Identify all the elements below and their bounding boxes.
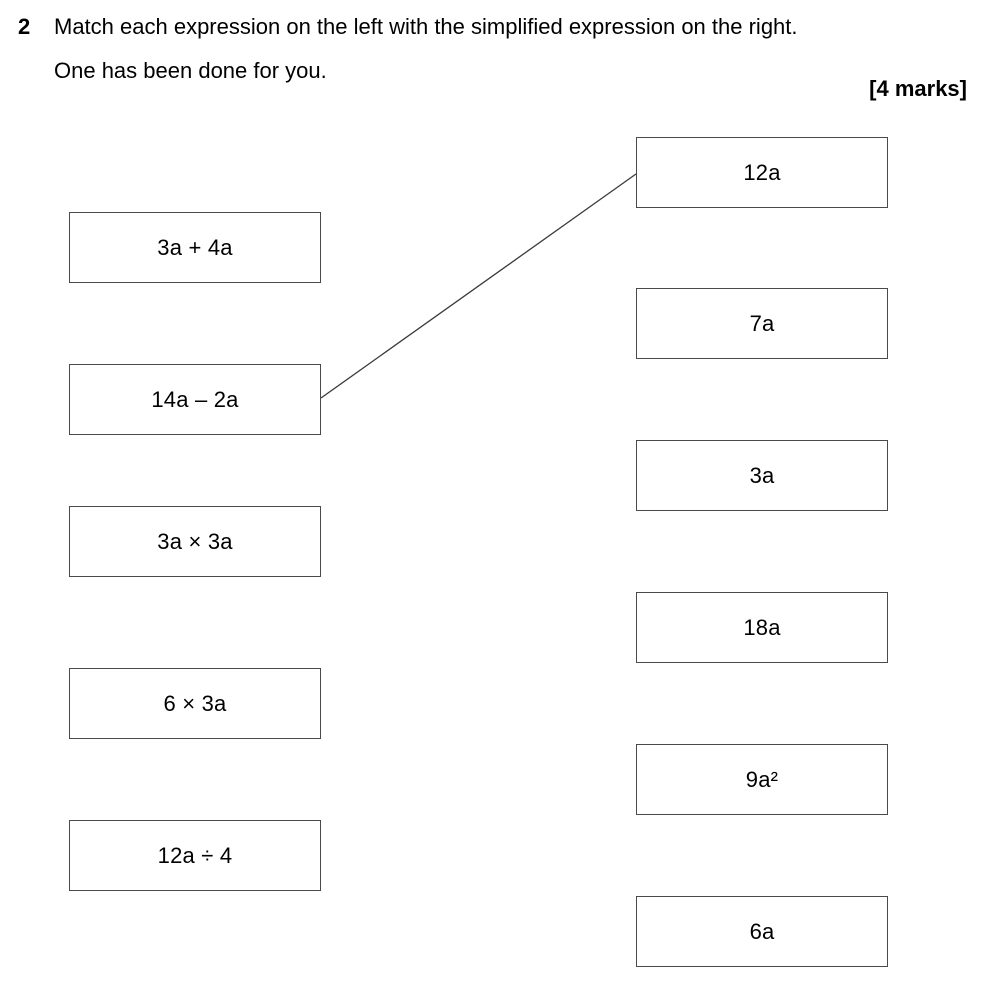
right-expression-text: 18a: [743, 614, 781, 640]
left-expression-box-3[interactable]: 3a × 3a: [69, 506, 321, 577]
right-expression-box-1[interactable]: 12a: [636, 137, 888, 208]
left-expression-text: 12a ÷ 4: [157, 842, 233, 868]
left-expression-text: 3a + 4a: [157, 234, 233, 260]
right-expression-text: 3a: [749, 462, 775, 488]
marks-label: [4 marks]: [869, 76, 967, 101]
right-expression-box-4[interactable]: 18a: [636, 592, 888, 663]
right-expression-box-2[interactable]: 7a: [636, 288, 888, 359]
left-expression-text: 3a × 3a: [157, 528, 233, 554]
right-expression-text: 9a²: [745, 766, 779, 792]
left-expression-box-5[interactable]: 12a ÷ 4: [69, 820, 321, 891]
question-instruction: Match each expression on the left with t…: [54, 14, 798, 39]
left-expression-box-2[interactable]: 14a – 2a: [69, 364, 321, 435]
right-expression-box-3[interactable]: 3a: [636, 440, 888, 511]
right-expression-text: 6a: [749, 918, 775, 944]
right-expression-box-6[interactable]: 6a: [636, 896, 888, 967]
right-expression-box-5[interactable]: 9a²: [636, 744, 888, 815]
right-expression-text: 7a: [749, 310, 775, 336]
left-expression-text: 14a – 2a: [151, 386, 239, 412]
left-expression-text: 6 × 3a: [163, 690, 227, 716]
left-expression-box-4[interactable]: 6 × 3a: [69, 668, 321, 739]
question-note: One has been done for you.: [54, 58, 327, 83]
question-number: 2: [18, 14, 31, 39]
left-expression-box-1[interactable]: 3a + 4a: [69, 212, 321, 283]
right-expression-text: 12a: [743, 159, 781, 185]
